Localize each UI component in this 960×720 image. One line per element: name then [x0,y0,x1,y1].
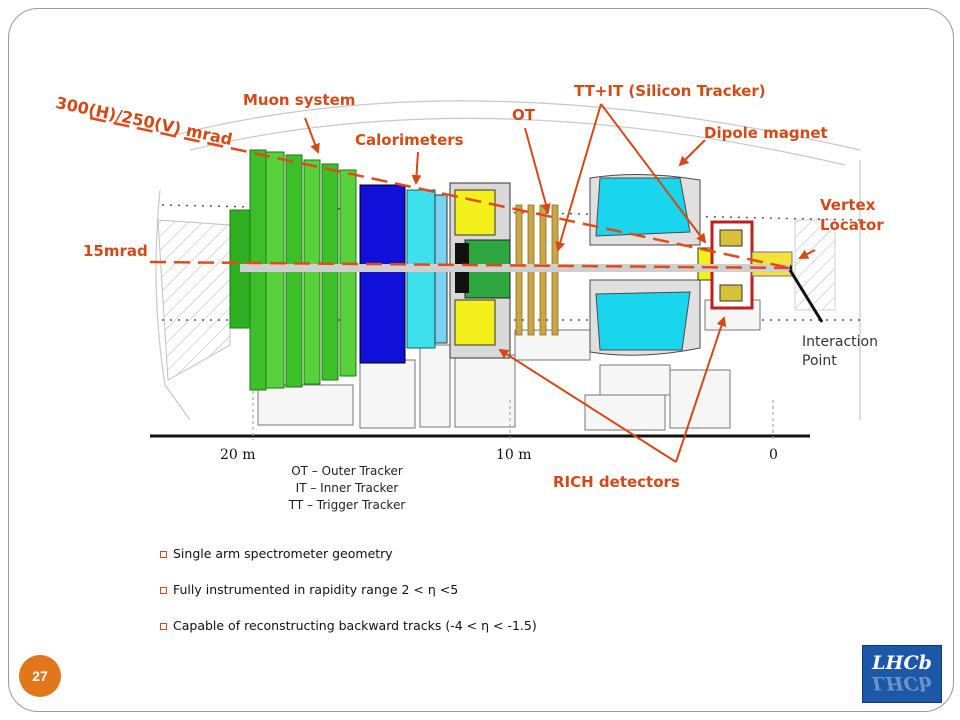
page-number-badge: 27 [19,655,61,697]
list-item: Single arm spectrometer geometry [160,546,393,561]
tt-it-label: TT+IT (Silicon Tracker) [574,82,766,100]
rear-shielding [794,219,836,311]
bullet-marker [160,551,167,558]
abbreviation-legend: OT – Outer Tracker IT – Inner Tracker TT… [272,463,422,514]
lhcb-logo: LHCb LHCb [862,645,942,703]
dipole-magnet-label: Dipole magnet [704,124,828,142]
list-item-text: Single arm spectrometer geometry [173,546,393,561]
legend-it: IT – Inner Tracker [295,481,399,495]
legend-tt: TT – Trigger Tracker [288,498,406,512]
shielding-wall [157,219,231,381]
vertex-locator-line2: Locator [820,216,884,234]
list-item: Capable of reconstructing backward track… [160,618,537,633]
bullet-marker [160,587,167,594]
ot-label: OT [512,106,535,124]
vertex-locator-label: Vertex Locator [820,195,884,235]
list-item-text: Capable of reconstructing backward track… [173,618,537,633]
cavern-outline [155,100,861,421]
distance-axis [252,385,774,440]
angle-small-label: 15mrad [83,242,148,260]
axis-tick-10m: 10 m [496,447,532,463]
interaction-point-line1: Interaction [802,334,878,350]
logo-text: LHCb [872,652,932,674]
bullet-marker [160,623,167,630]
dipole-magnet [589,173,701,356]
hcal [359,184,406,364]
list-item: Fully instrumented in rapidity range 2 <… [160,582,458,597]
interaction-point-pointer [788,269,824,323]
axis-tick-0: 0 [769,447,778,463]
interaction-point-label: Interaction Point [802,333,878,371]
legend-ot: OT – Outer Tracker [291,464,403,478]
muon-system-label: Muon system [243,91,356,109]
rich-detectors-label: RICH detectors [553,473,680,491]
beam-pipe [240,264,790,272]
support-structures [257,299,761,431]
calorimeters-label: Calorimeters [355,131,464,149]
acceptance-15mrad-line [149,260,791,270]
axis-tick-20m: 20 m [220,447,256,463]
logo-reflection: LHCb [872,672,932,694]
list-item-text: Fully instrumented in rapidity range 2 <… [173,582,459,597]
callout-arrows [304,103,816,463]
vertex-locator-line1: Vertex [820,196,876,214]
interaction-point-line2: Point [802,353,837,369]
